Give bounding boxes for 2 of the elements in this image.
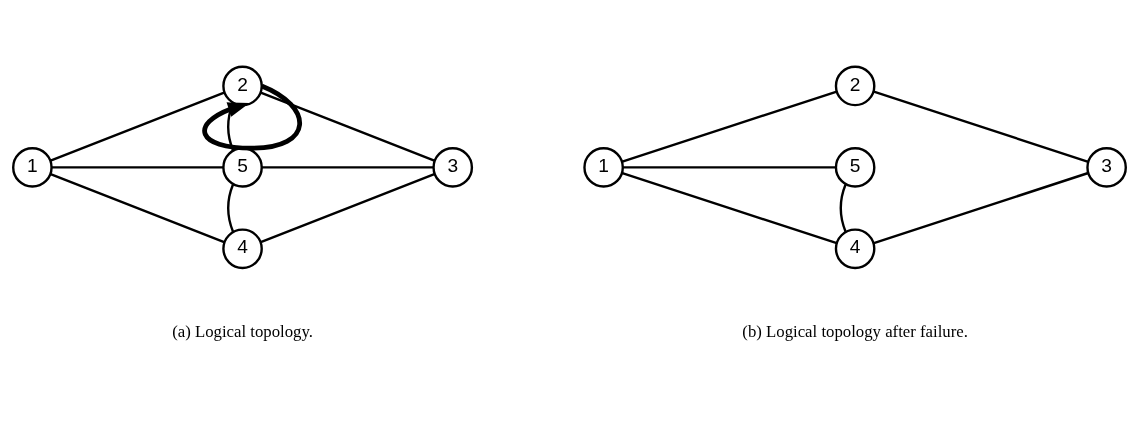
- label: (b) Logical topology after failure.: [742, 322, 968, 342]
- label: (a) Logical topology.: [172, 322, 313, 342]
